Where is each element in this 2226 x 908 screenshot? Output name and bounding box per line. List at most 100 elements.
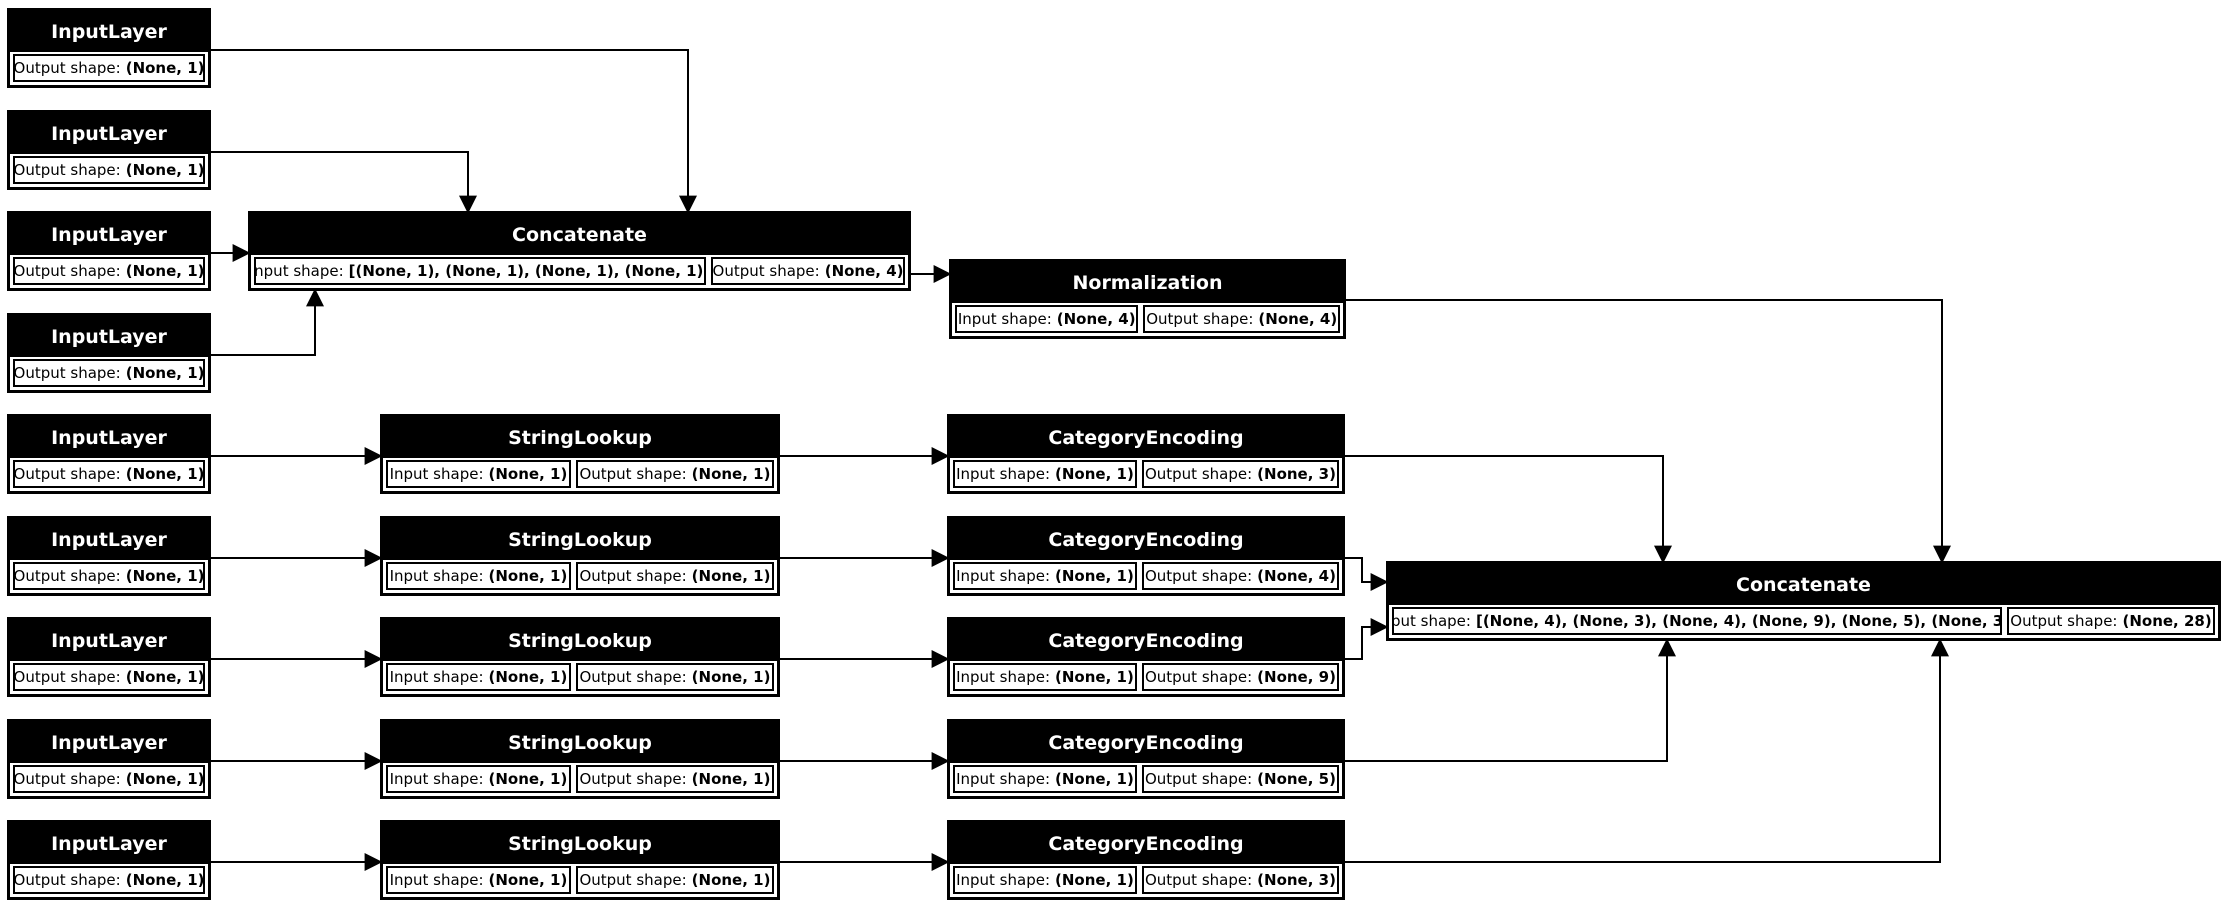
shape-value: (None, 1) xyxy=(125,161,205,179)
shape-label: Output shape: xyxy=(13,262,121,280)
shape-value: (None, 1) xyxy=(1055,871,1134,889)
input-shape-cell: Input shape:(None, 1) xyxy=(386,765,571,793)
input-shape-cell: Input shape:(None, 1) xyxy=(953,562,1137,590)
layer-type-label: InputLayer xyxy=(10,316,208,357)
shape-label: Output shape: xyxy=(579,668,687,686)
node-category-encoding-1: CategoryEncoding Input shape:(None, 1) O… xyxy=(947,414,1345,494)
shape-label: Output shape: xyxy=(13,770,121,788)
output-shape-cell: Output shape:(None, 28) xyxy=(2007,607,2215,635)
shape-value: (None, 28) xyxy=(2122,612,2212,630)
shape-value: (None, 1) xyxy=(488,567,568,585)
node-input-layer-8: InputLayer Output shape:(None, 1) xyxy=(7,719,211,799)
shape-value: (None, 1) xyxy=(691,668,771,686)
shape-value: (None, 1) xyxy=(488,668,568,686)
node-category-encoding-4: CategoryEncoding Input shape:(None, 1) O… xyxy=(947,719,1345,799)
shape-label: Output shape: xyxy=(1144,871,1253,889)
input-shape-cell: Input shape:(None, 1) xyxy=(953,460,1137,488)
output-shape-cell: Output shape:(None, 1) xyxy=(13,257,205,285)
shape-value: (None, 1) xyxy=(125,465,205,483)
layer-type-label: CategoryEncoding xyxy=(950,417,1342,458)
node-input-layer-2: InputLayer Output shape:(None, 1) xyxy=(7,110,211,190)
shape-label: Output shape: xyxy=(1146,310,1254,328)
shape-value: (None, 1) xyxy=(125,668,205,686)
layer-type-label: InputLayer xyxy=(10,620,208,661)
node-input-layer-3: InputLayer Output shape:(None, 1) xyxy=(7,211,211,291)
shape-value: (None, 1) xyxy=(691,465,771,483)
layer-type-label: CategoryEncoding xyxy=(950,519,1342,560)
input-shape-cell: Input shape:[(None, 4), (None, 3), (None… xyxy=(1392,607,2002,635)
shape-label: Output shape: xyxy=(579,770,687,788)
shape-label: Input shape: xyxy=(957,310,1052,328)
shape-label: Output shape: xyxy=(579,871,687,889)
shape-value: (None, 3) xyxy=(1257,871,1336,889)
input-shape-cell: Input shape:(None, 1) xyxy=(386,562,571,590)
layer-type-label: InputLayer xyxy=(10,11,208,52)
layer-type-label: StringLookup xyxy=(383,620,777,661)
shape-value: (None, 1) xyxy=(488,770,568,788)
shape-value: (None, 1) xyxy=(488,871,568,889)
shape-value: (None, 1) xyxy=(691,567,771,585)
shape-value: (None, 1) xyxy=(125,567,205,585)
node-concatenate-2: Concatenate Input shape:[(None, 4), (Non… xyxy=(1386,561,2221,641)
shape-label: Output shape: xyxy=(13,364,121,382)
output-shape-cell: Output shape:(None, 1) xyxy=(13,562,205,590)
layer-type-label: InputLayer xyxy=(10,113,208,154)
node-input-layer-7: InputLayer Output shape:(None, 1) xyxy=(7,617,211,697)
shape-label: Input shape: xyxy=(389,567,484,585)
shape-label: Input shape: xyxy=(389,465,484,483)
node-input-layer-5: InputLayer Output shape:(None, 1) xyxy=(7,414,211,494)
output-shape-cell: Output shape:(None, 1) xyxy=(575,663,775,691)
layer-type-label: InputLayer xyxy=(10,519,208,560)
shape-label: Input shape: xyxy=(956,567,1051,585)
shape-label: Output shape: xyxy=(13,567,121,585)
edge-category-encoding-4-to-concatenate-2 xyxy=(1345,638,1676,762)
shape-label: Input shape: xyxy=(389,770,484,788)
layer-type-label: StringLookup xyxy=(383,519,777,560)
node-string-lookup-5: StringLookup Input shape:(None, 1) Outpu… xyxy=(380,820,780,900)
shape-label: Input shape: xyxy=(389,871,484,889)
layer-type-label: InputLayer xyxy=(10,214,208,255)
shape-value: (None, 1) xyxy=(125,262,205,280)
output-shape-cell: Output shape:(None, 1) xyxy=(13,54,205,82)
output-shape-cell: Output shape:(None, 1) xyxy=(13,460,205,488)
output-shape-cell: Output shape:(None, 9) xyxy=(1141,663,1340,691)
shape-label: Output shape: xyxy=(13,668,121,686)
input-shape-cell: Input shape:(None, 1) xyxy=(953,765,1137,793)
layer-type-label: InputLayer xyxy=(10,417,208,458)
shape-value: (None, 1) xyxy=(125,770,205,788)
layer-type-label: InputLayer xyxy=(10,823,208,864)
shape-value: (None, 3) xyxy=(1257,465,1336,483)
layer-type-label: InputLayer xyxy=(10,722,208,763)
node-category-encoding-2: CategoryEncoding Input shape:(None, 1) O… xyxy=(947,516,1345,596)
layer-type-label: StringLookup xyxy=(383,823,777,864)
edge-category-encoding-5-to-concatenate-2 xyxy=(1345,638,1949,863)
node-input-layer-4: InputLayer Output shape:(None, 1) xyxy=(7,313,211,393)
input-shape-cell: Input shape:[(None, 1), (None, 1), (None… xyxy=(254,257,706,285)
shape-label: Output shape: xyxy=(579,567,687,585)
node-string-lookup-3: StringLookup Input shape:(None, 1) Outpu… xyxy=(380,617,780,697)
shape-value: (None, 4) xyxy=(1257,567,1336,585)
node-string-lookup-4: StringLookup Input shape:(None, 1) Outpu… xyxy=(380,719,780,799)
shape-label: Output shape: xyxy=(1144,770,1253,788)
node-string-lookup-1: StringLookup Input shape:(None, 1) Outpu… xyxy=(380,414,780,494)
edge-input-layer-4-to-concatenate-1 xyxy=(211,288,324,356)
output-shape-cell: Output shape:(None, 1) xyxy=(575,562,775,590)
shape-label: Input shape: xyxy=(254,262,344,280)
input-shape-cell: Input shape:(None, 1) xyxy=(386,460,571,488)
shape-label: Output shape: xyxy=(1144,668,1253,686)
shape-label: Output shape: xyxy=(13,161,121,179)
shape-value: (None, 1) xyxy=(691,871,771,889)
shape-value: (None, 1) xyxy=(1055,668,1134,686)
input-shape-cell: Input shape:(None, 1) xyxy=(953,663,1137,691)
output-shape-cell: Output shape:(None, 1) xyxy=(575,866,775,894)
shape-label: Input shape: xyxy=(956,770,1051,788)
shape-label: Input shape: xyxy=(389,668,484,686)
shape-value: (None, 1) xyxy=(1055,465,1134,483)
shape-value: (None, 1) xyxy=(1055,567,1134,585)
shape-label: Output shape: xyxy=(2010,612,2118,630)
edge-category-encoding-2-to-concatenate-2 xyxy=(1345,557,1389,591)
shape-value: (None, 1) xyxy=(691,770,771,788)
shape-value: (None, 4) xyxy=(1056,310,1136,328)
node-string-lookup-2: StringLookup Input shape:(None, 1) Outpu… xyxy=(380,516,780,596)
